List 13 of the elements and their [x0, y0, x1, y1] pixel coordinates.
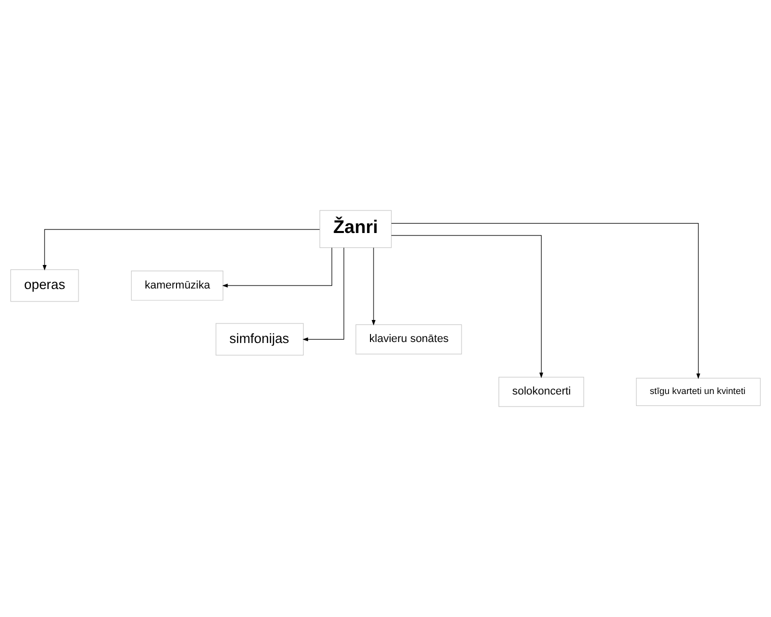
node-box: Žanri: [320, 210, 392, 248]
node-box: operas: [10, 269, 79, 302]
node-box: klavieru sonātes: [356, 324, 462, 354]
arrow: [391, 235, 544, 378]
node-box: stīgu kvarteti un kvinteti: [636, 378, 761, 406]
node-box: simfonijas: [216, 323, 304, 356]
arrow: [391, 222, 700, 380]
arrow: [372, 247, 376, 326]
arrow: [42, 229, 320, 271]
node-box: solokoncerti: [498, 376, 584, 407]
arrow: [302, 247, 344, 342]
node-box: kamermūzika: [131, 270, 224, 301]
arrow: [222, 247, 332, 288]
